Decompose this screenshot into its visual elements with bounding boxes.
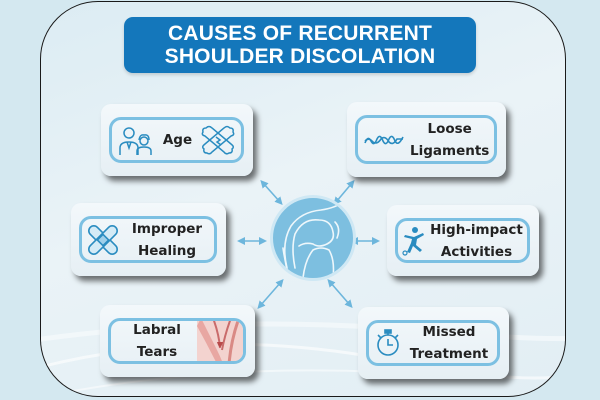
cause-label-line-2: Treatment: [409, 346, 489, 362]
cause-label-line-1: Missed: [422, 324, 476, 340]
title-line-1: CAUSES OF RECURRENT: [168, 22, 432, 45]
cause-label-line-2: Tears: [136, 344, 178, 360]
cause-card-high-impact: High-impact Activities: [387, 205, 539, 276]
cause-pill: High-impact Activities: [395, 218, 530, 263]
stopwatch-icon: [375, 329, 401, 357]
cause-label-line-1: Loose: [427, 120, 472, 137]
cause-label: Age: [162, 132, 193, 148]
cause-pill: Improper Healing: [79, 216, 217, 263]
cause-pill: Age: [109, 117, 244, 163]
title-line-2: SHOULDER DISCOLATION: [164, 45, 436, 68]
cause-card-missed-treatment: Missed Treatment: [358, 307, 509, 379]
shoulder-joint-icon: [270, 195, 356, 281]
cause-pill: Missed Treatment: [366, 320, 500, 366]
bandage-icon: [88, 224, 118, 255]
athlete-kicking-icon: [402, 226, 426, 256]
cause-label-line-1: Labral: [133, 322, 181, 338]
cause-label-line-2: Healing: [137, 242, 197, 259]
cause-pill: Loose Ligaments: [355, 115, 497, 164]
cause-pill: Labral Tears: [108, 318, 246, 364]
cause-label-line-2: Activities: [440, 243, 513, 260]
page-title: CAUSES OF RECURRENT SHOULDER DISCOLATION: [124, 17, 476, 73]
cause-card-age: Age: [101, 104, 253, 176]
cause-card-improper-healing: Improper Healing: [71, 203, 226, 276]
ligament-wave-icon: [364, 133, 404, 147]
labrum-tissue-icon: [197, 321, 243, 361]
cause-label-line-1: High-impact: [430, 221, 523, 238]
elderly-couple-icon: [118, 124, 154, 156]
cause-card-loose-ligaments: Loose Ligaments: [347, 102, 506, 177]
cause-label-line-2: Ligaments: [410, 142, 490, 159]
cause-card-labral-tears: Labral Tears: [100, 305, 255, 377]
broken-bone-icon: [201, 125, 235, 155]
cause-label-line-1: Improper: [131, 220, 203, 237]
